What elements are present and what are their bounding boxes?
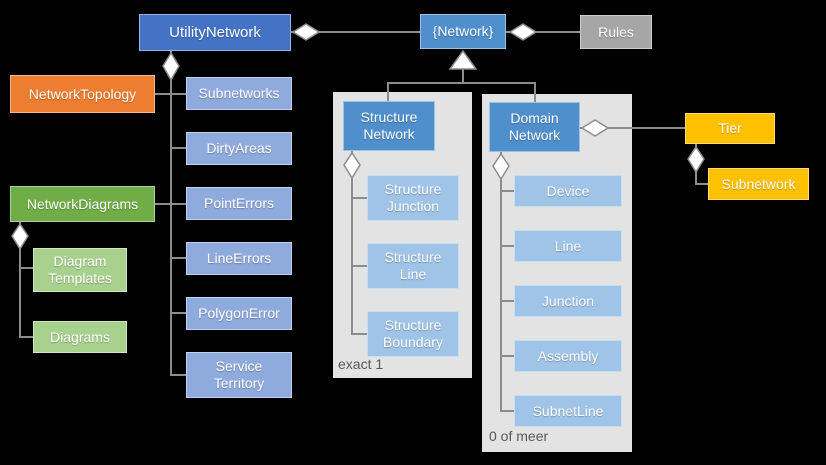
node-tier: Tier	[685, 113, 775, 144]
edge-networkdiagrams-trunk	[19, 222, 33, 338]
node-structure-boundary: Structure Boundary	[367, 311, 459, 357]
aggregation-diamond-icon	[492, 152, 510, 181]
node-subnetworks: Subnetworks	[186, 77, 292, 110]
node-service-territory: Service Territory	[186, 352, 292, 398]
aggregation-diamond-icon	[291, 23, 321, 41]
node-dirty-areas: DirtyAreas	[186, 132, 292, 165]
node-utility-network: UtilityNetwork	[139, 14, 291, 51]
node-subnet-line: SubnetLine	[514, 395, 622, 427]
node-point-errors: PointErrors	[186, 187, 292, 220]
aggregation-diamond-icon	[11, 222, 29, 251]
node-polygon-error: PolygonError	[186, 297, 292, 330]
node-junction: Junction	[514, 285, 622, 317]
structure-cardinality-label: exact 1	[338, 356, 384, 372]
domain-network-group	[482, 94, 632, 452]
node-diagrams: Diagrams	[33, 321, 127, 353]
node-device: Device	[514, 175, 622, 207]
node-network: {Network}	[420, 14, 506, 49]
domain-cardinality-label: 0 of meer	[489, 428, 549, 444]
node-structure-junction: Structure Junction	[367, 175, 459, 221]
aggregation-diamond-icon	[162, 51, 180, 82]
edge-inheritance-branch	[387, 67, 536, 102]
edge-domainnetwork-trunk	[500, 152, 514, 412]
node-rules: Rules	[580, 15, 652, 49]
edge-structurenetwork-trunk	[351, 151, 367, 335]
aggregation-diamond-icon	[580, 119, 610, 137]
node-diagram-templates: Diagram Templates	[33, 248, 127, 292]
edge-utilitynetwork-trunk	[170, 51, 186, 376]
inheritance-triangle-icon	[448, 49, 478, 70]
node-structure-network: Structure Network	[343, 101, 435, 151]
node-subnetwork: Subnetwork	[708, 168, 809, 200]
node-network-topology: NetworkTopology	[10, 75, 155, 113]
node-line-errors: LineErrors	[186, 242, 292, 275]
aggregation-diamond-icon	[343, 151, 361, 180]
node-network-diagrams: NetworkDiagrams	[10, 186, 155, 222]
aggregation-diamond-icon	[508, 23, 538, 41]
node-domain-network: Domain Network	[489, 102, 580, 152]
node-assembly: Assembly	[514, 340, 622, 372]
node-structure-line: Structure Line	[367, 243, 459, 289]
aggregation-diamond-icon	[687, 145, 705, 174]
node-line: Line	[514, 230, 622, 262]
